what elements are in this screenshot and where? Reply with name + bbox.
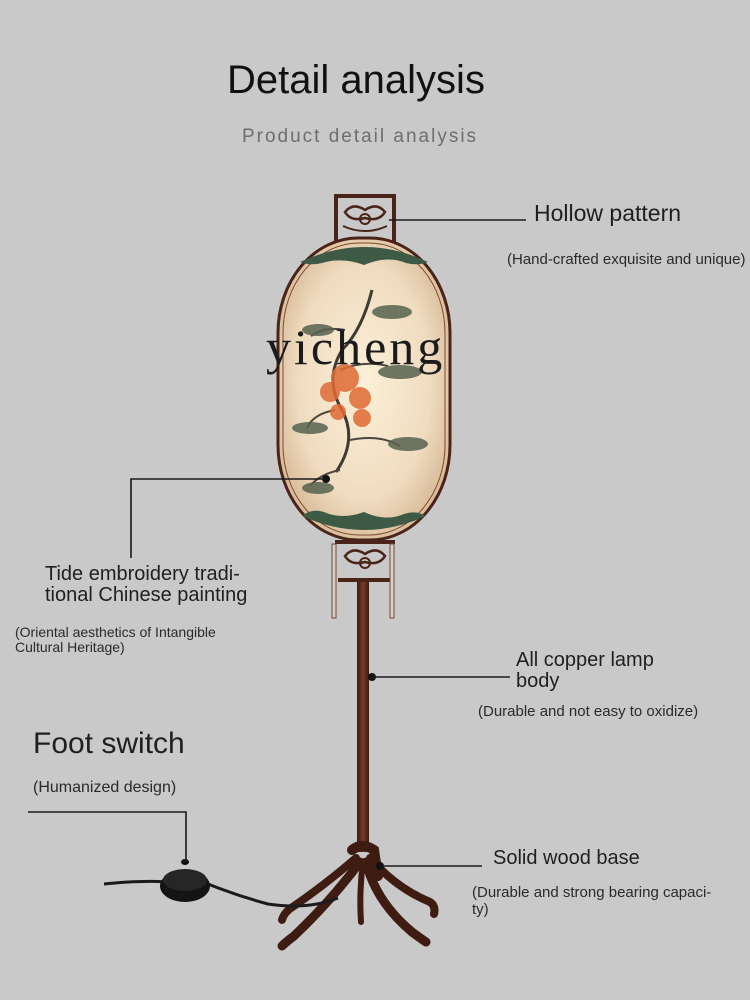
foot-switch-note: (Humanized design)	[33, 779, 177, 796]
solid-wood-base	[277, 841, 439, 951]
copper-body-note: (Durable and not easy to oxidize)	[478, 703, 699, 720]
copper-body-label-line2: body	[516, 670, 560, 692]
hollow-pattern-bottom	[331, 540, 395, 619]
blossom-painting	[320, 364, 371, 427]
foot-switch-device	[160, 859, 210, 902]
hollow-pattern-note: (Hand-crafted exquisite and unique)	[507, 251, 746, 268]
embroidery-label-line2: tional Chinese painting	[45, 584, 248, 606]
callout-leader-lines	[28, 219, 526, 867]
hollow-pattern-label: Hollow pattern	[534, 200, 682, 226]
wood-base-note-line2: ty)	[472, 901, 489, 918]
embroidery-note-line1: (Oriental aesthetics of Intangible	[15, 624, 216, 640]
page-subtitle: Product detail analysis	[241, 126, 479, 147]
embroidery-label-line1: Tide embroidery tradi-	[45, 563, 240, 585]
foot-switch-label: Foot switch	[33, 727, 185, 760]
embroidery-note-line2: Cultural Heritage)	[15, 639, 125, 655]
brand-watermark: yicheng	[266, 319, 446, 375]
lantern-shade	[276, 236, 452, 542]
wood-base-note-line1: (Durable and strong bearing capaci-	[472, 884, 712, 901]
copper-lamp-body	[357, 582, 369, 852]
hollow-pattern-top	[334, 194, 396, 242]
wood-base-label: Solid wood base	[493, 847, 640, 869]
copper-body-label-line1: All copper lamp	[516, 649, 654, 671]
page-title: Detail analysis	[227, 58, 485, 102]
